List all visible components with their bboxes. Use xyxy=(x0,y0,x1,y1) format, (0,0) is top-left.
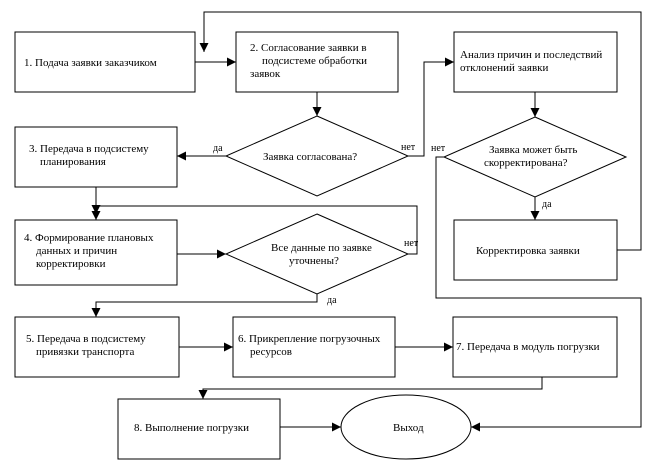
node-submit-request xyxy=(14,31,196,93)
node-analyze-deviations-text: Анализ причин и последствий отклонений з… xyxy=(460,49,605,74)
arrow-d2-no xyxy=(91,205,418,255)
decision-data-clarified xyxy=(224,213,410,295)
node-correct-request xyxy=(453,219,618,281)
label-d2-no: нет xyxy=(404,238,419,249)
decision-request-approved-text: Заявка согласована? xyxy=(263,151,357,163)
arrow-7-to-8 xyxy=(198,377,543,399)
node-transfer-planning-text: 3. Передача в подсистему планирования xyxy=(29,143,151,168)
node-execute-loading-text: 8. Выполнение погрузки xyxy=(134,422,249,434)
decision-request-approved xyxy=(224,115,410,197)
decision-can-correct-text: Заявка может быть скорректирована? xyxy=(484,144,580,169)
label-d1-no: нет xyxy=(401,142,416,153)
arrow-d3-no xyxy=(435,156,642,432)
label-d3-no: нет xyxy=(431,143,446,154)
node-transfer-loading-text: 7. Передача в модуль погрузки xyxy=(456,341,600,353)
node-correct-request-text: Корректировка заявки xyxy=(476,245,580,257)
arrow-d2-yes xyxy=(91,294,318,317)
node-approve-request xyxy=(235,31,399,93)
node-execute-loading xyxy=(117,398,281,460)
node-transfer-transport-text: 5. Передача в подсистему привязки трансп… xyxy=(26,333,148,358)
node-approve-request-text: 2. Согласование заявки в подсистеме обра… xyxy=(250,42,370,80)
node-attach-resources-text: 6. Прикрепление погрузочных ресурсов xyxy=(238,333,383,358)
label-d3-yes: да xyxy=(542,199,552,210)
node-transfer-planning xyxy=(14,126,178,188)
arrow-correction-loop xyxy=(199,11,642,251)
node-analyze-deviations xyxy=(453,31,618,93)
node-transfer-transport xyxy=(14,316,180,378)
node-form-plan-data-text: 4. Формирование плановых данных и причин… xyxy=(24,232,156,270)
node-submit-request-text: 1. Подача заявки заказчиком xyxy=(24,57,157,69)
node-exit-text: Выход xyxy=(393,422,424,434)
label-d1-yes: да xyxy=(213,143,223,154)
label-d2-yes: да xyxy=(327,295,337,306)
arrow-d1-no xyxy=(408,57,454,157)
decision-data-clarified-text: Все данные по заявке уточнены? xyxy=(271,242,375,267)
node-form-plan-data xyxy=(14,219,178,286)
